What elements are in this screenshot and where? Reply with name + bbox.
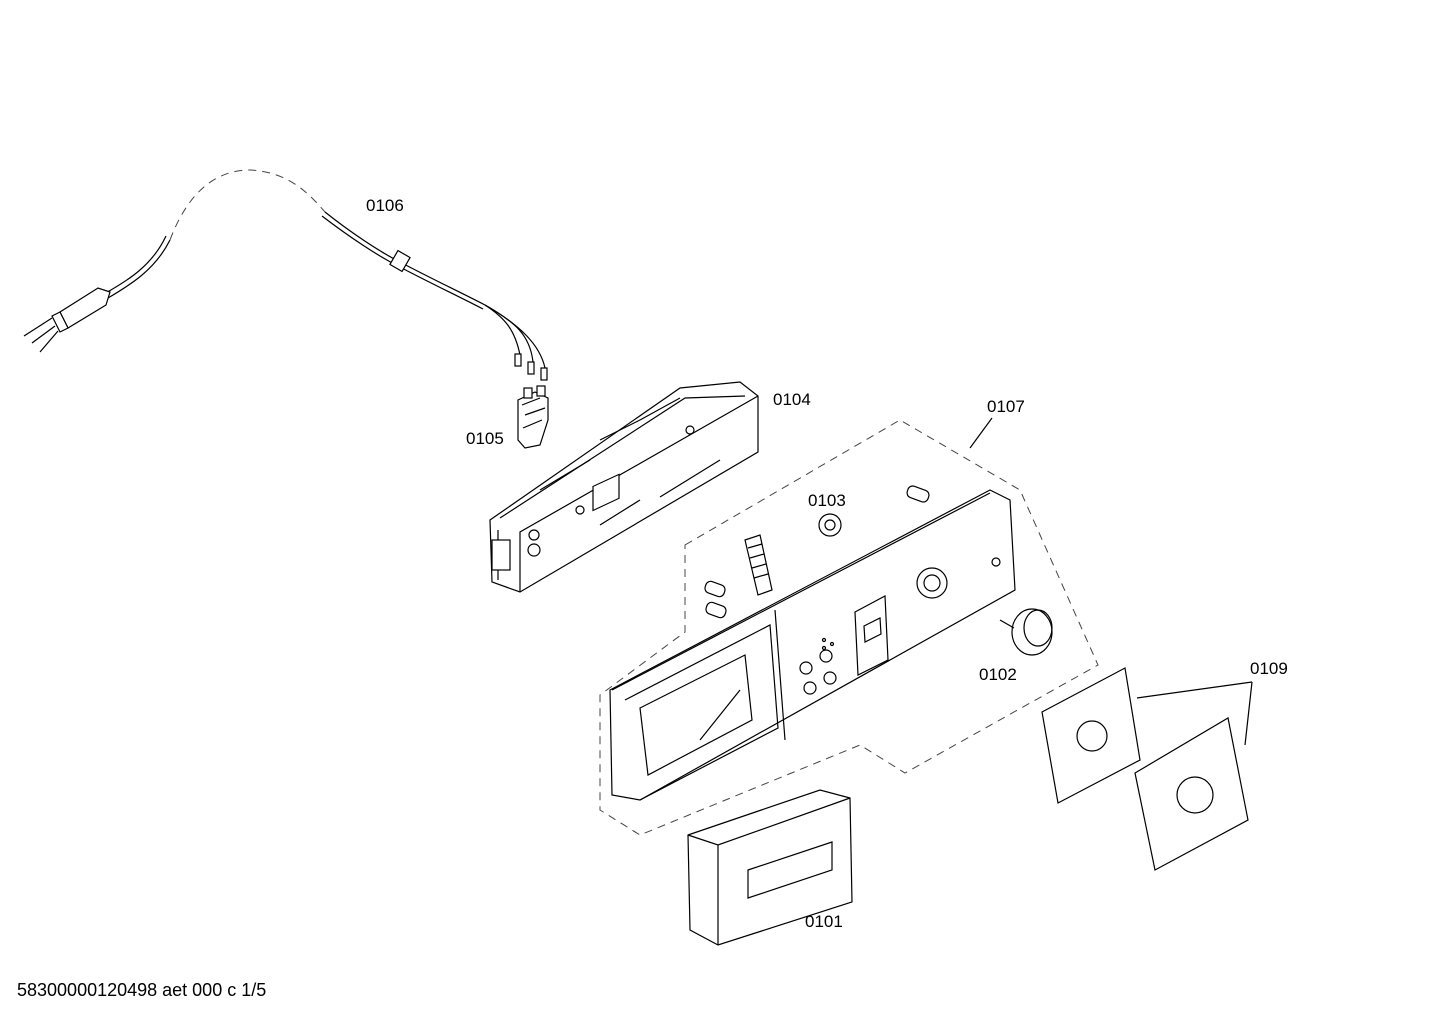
label-0101: 0101 — [805, 912, 843, 931]
cover-plates-0109[interactable]: 0109 — [1041, 659, 1288, 871]
clip-0105[interactable]: 0105 — [466, 385, 549, 449]
power-cord-0106[interactable]: 0106 — [23, 169, 548, 381]
label-0106: 0106 — [366, 196, 404, 215]
panel-assembly-boundary-0107: 0107 — [599, 397, 1099, 836]
drawing-code: 58300000120498 aet 000 c 1/5 — [17, 980, 267, 1000]
label-0109: 0109 — [1250, 659, 1288, 678]
control-module-0104[interactable]: 0104 — [489, 381, 811, 593]
label-0107: 0107 — [987, 397, 1025, 416]
spacer-pins — [704, 485, 930, 619]
label-0102: 0102 — [979, 665, 1017, 684]
control-panel-fascia[interactable] — [609, 489, 1016, 801]
selector-knob-0102[interactable]: 0102 — [979, 608, 1053, 684]
label-0103: 0103 — [808, 491, 846, 510]
knob-insert-0103[interactable]: 0103 — [808, 491, 846, 537]
drawer-handle-0101[interactable]: 0101 — [687, 789, 853, 946]
label-0104: 0104 — [773, 390, 811, 409]
label-0105: 0105 — [466, 429, 504, 448]
light-pipe-strip[interactable] — [744, 534, 773, 596]
